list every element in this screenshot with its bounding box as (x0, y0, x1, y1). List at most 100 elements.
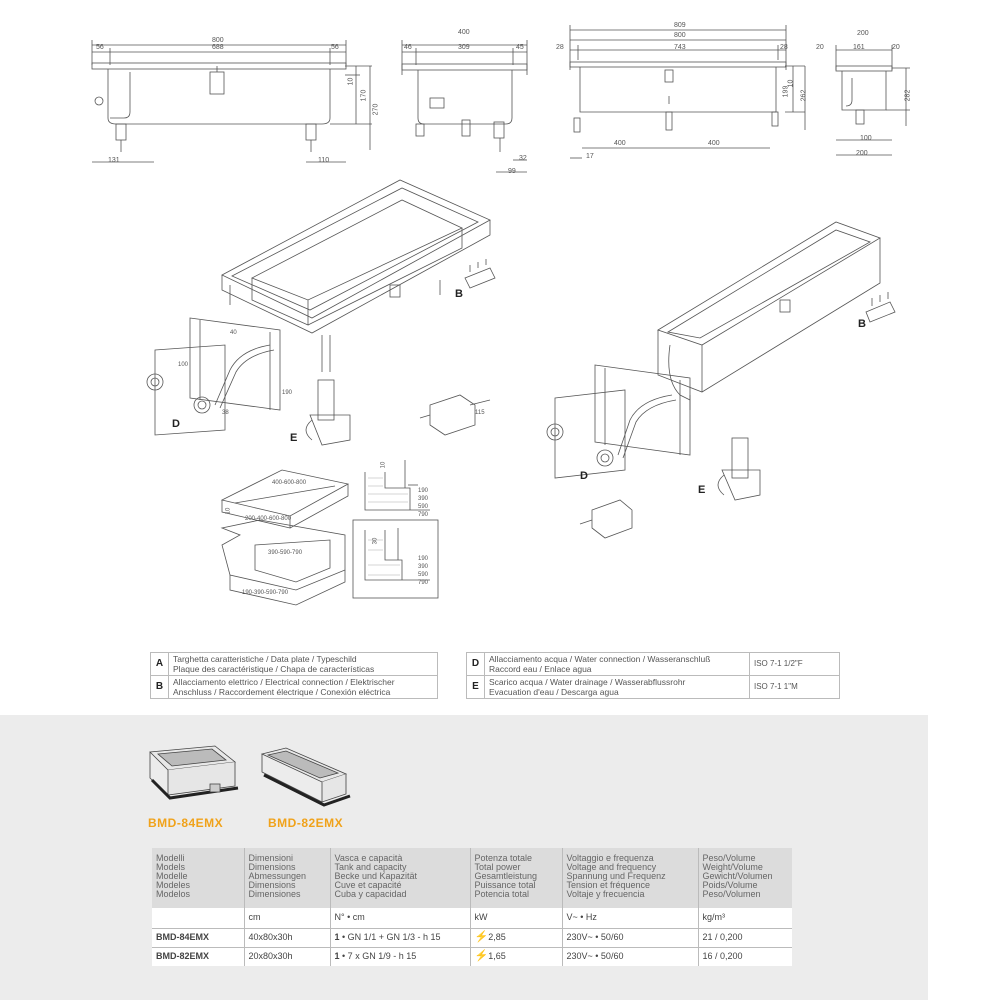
panel-d-1 (146, 317, 281, 436)
legend-value: ISO 7-1 1/2"F (749, 652, 840, 676)
dim: 200 (857, 30, 869, 37)
callout-b: B (858, 318, 866, 330)
voltage: 230V~ • 50/60 (562, 946, 699, 966)
cutout-detail-2 (352, 519, 439, 599)
spec-row: BMD-84EMX 40x80x30h 1 • GN 1/1 + GN 1/3 … (152, 927, 792, 947)
technical-drawings (91, 25, 910, 606)
legend-key: D (466, 652, 485, 676)
front-view-1 (91, 40, 372, 163)
unit: V~ • Hz (562, 908, 699, 928)
power: ⚡1,65 (470, 946, 563, 966)
callout-b: B (455, 288, 463, 300)
dim: 270 (372, 103, 380, 116)
cutout-val: 590 (418, 572, 429, 578)
side-view-4 (835, 45, 910, 156)
product-label: BMD-84EMX (148, 816, 224, 830)
dim: 10 (347, 77, 355, 86)
dim: 56 (96, 44, 104, 51)
cutout-val: 790 (418, 580, 429, 586)
cutout-detail-1 (364, 460, 430, 511)
voltage: 230V~ • 50/60 (562, 927, 699, 947)
dim: 40 (230, 330, 237, 336)
unit: kg/m³ (698, 908, 792, 928)
dim: 99 (508, 168, 516, 175)
header-tank: Vasca e capacità Tank and capacity Becke… (330, 848, 471, 908)
dim: 743 (674, 44, 686, 51)
header-dimensions: Dimensioni Dimensions Abmessungen Dimens… (244, 848, 331, 908)
dim: 28 (556, 44, 564, 51)
dim: 100 (178, 362, 189, 368)
dim: 262 (800, 89, 808, 102)
cutout-diagram-1 (220, 469, 350, 529)
callout-d: D (172, 418, 180, 430)
unit (152, 908, 245, 928)
legend-line: Targhetta caratteristiche / Data plate /… (173, 654, 357, 664)
legend-row-b: B Allacciamento elettrico / Electrical c… (150, 675, 438, 699)
dim: 32 (519, 155, 527, 162)
thermostat-1 (419, 394, 491, 436)
spec-units-row: cm N° • cm kW V~ • Hz kg/m³ (152, 908, 792, 928)
isometric-tank-1 (221, 179, 491, 372)
product-image-bmd-84emx (149, 745, 239, 800)
thermostat-2 (579, 499, 633, 539)
legend-text: Scarico acqua / Water drainage / Wassera… (484, 675, 750, 699)
dim: 38 (222, 410, 229, 416)
dim: 45 (516, 44, 524, 51)
tank: 1 • GN 1/1 + GN 1/3 - h 15 (330, 927, 471, 947)
unit: N° • cm (330, 908, 471, 928)
legend-value: ISO 7-1 1"M (749, 675, 840, 699)
unit: kW (470, 908, 563, 928)
callout-d: D (580, 470, 588, 482)
legend-text: Allacciamento acqua / Water connection /… (484, 652, 750, 676)
cutout-val: 390 (418, 496, 429, 502)
legend-right: D Allacciamento acqua / Water connection… (466, 652, 840, 699)
dim: 400 (614, 140, 626, 147)
dim: 400 (708, 140, 720, 147)
legend-row-a: A Targhetta caratteristiche / Data plate… (150, 652, 438, 676)
tank-desc: • GN 1/1 + GN 1/3 - h 15 (342, 932, 441, 942)
cutout-top: 390-590-790 (268, 550, 303, 556)
legend-text: Allacciamento elettrico / Electrical con… (168, 675, 438, 699)
cutout-side: 10 (225, 507, 232, 515)
legend-line: Allacciamento acqua / Water connection /… (489, 654, 711, 664)
product-image-bmd-82emx (260, 747, 351, 807)
dim: 131 (108, 157, 120, 164)
header-models: Modelli Models Modelle Modeles Modelos (152, 848, 245, 908)
unit: cm (244, 908, 331, 928)
cutout-top: 400-600-800 (272, 480, 307, 486)
legend-line: Evacuation d'eau / Descarga agua (489, 687, 619, 697)
legend-key: B (150, 675, 169, 699)
dims: 20x80x30h (244, 946, 331, 966)
tank-desc: • 7 x GN 1/9 - h 15 (342, 951, 417, 962)
cutout-val: 590 (418, 504, 429, 510)
cutout-diagram-2 (220, 519, 346, 606)
dim: 46 (404, 44, 412, 51)
tank-count: 1 (334, 951, 340, 962)
dims: 40x80x30h (244, 927, 331, 947)
power-value: 1,65 (488, 951, 506, 962)
dim: 100 (860, 135, 872, 142)
weight: 21 / 0,200 (698, 927, 792, 947)
isometric-tank-2 (657, 221, 881, 410)
header-power: Potenza totale Total power Gesamtleistun… (470, 848, 563, 908)
front-view-3 (569, 25, 806, 159)
dim: 110 (318, 157, 330, 164)
dim: 161 (853, 44, 865, 51)
power-bolt-icon: ⚡ (474, 950, 489, 963)
legend-line: Allacciamento elettrico / Electrical con… (173, 677, 395, 687)
drain-e-1 (305, 379, 351, 446)
tank-count: 1 (334, 932, 340, 942)
legend-line: Scarico acqua / Water drainage / Wassera… (489, 677, 686, 687)
dim: 400 (458, 29, 470, 36)
dim: 20 (892, 44, 900, 51)
model-name: BMD-84EMX (152, 927, 245, 947)
dim: 309 (458, 44, 470, 51)
legend-key: A (150, 652, 169, 676)
panel-d-2 (546, 364, 691, 479)
header-voltage: Voltaggio e frequenza Voltage and freque… (562, 848, 699, 908)
dim: 688 (212, 44, 224, 51)
spec-table: Modelli Models Modelle Modeles Modelos D… (152, 848, 792, 966)
callout-e: E (698, 484, 706, 496)
dim: 28 (780, 44, 788, 51)
spec-header-row: Modelli Models Modelle Modeles Modelos D… (152, 848, 792, 908)
